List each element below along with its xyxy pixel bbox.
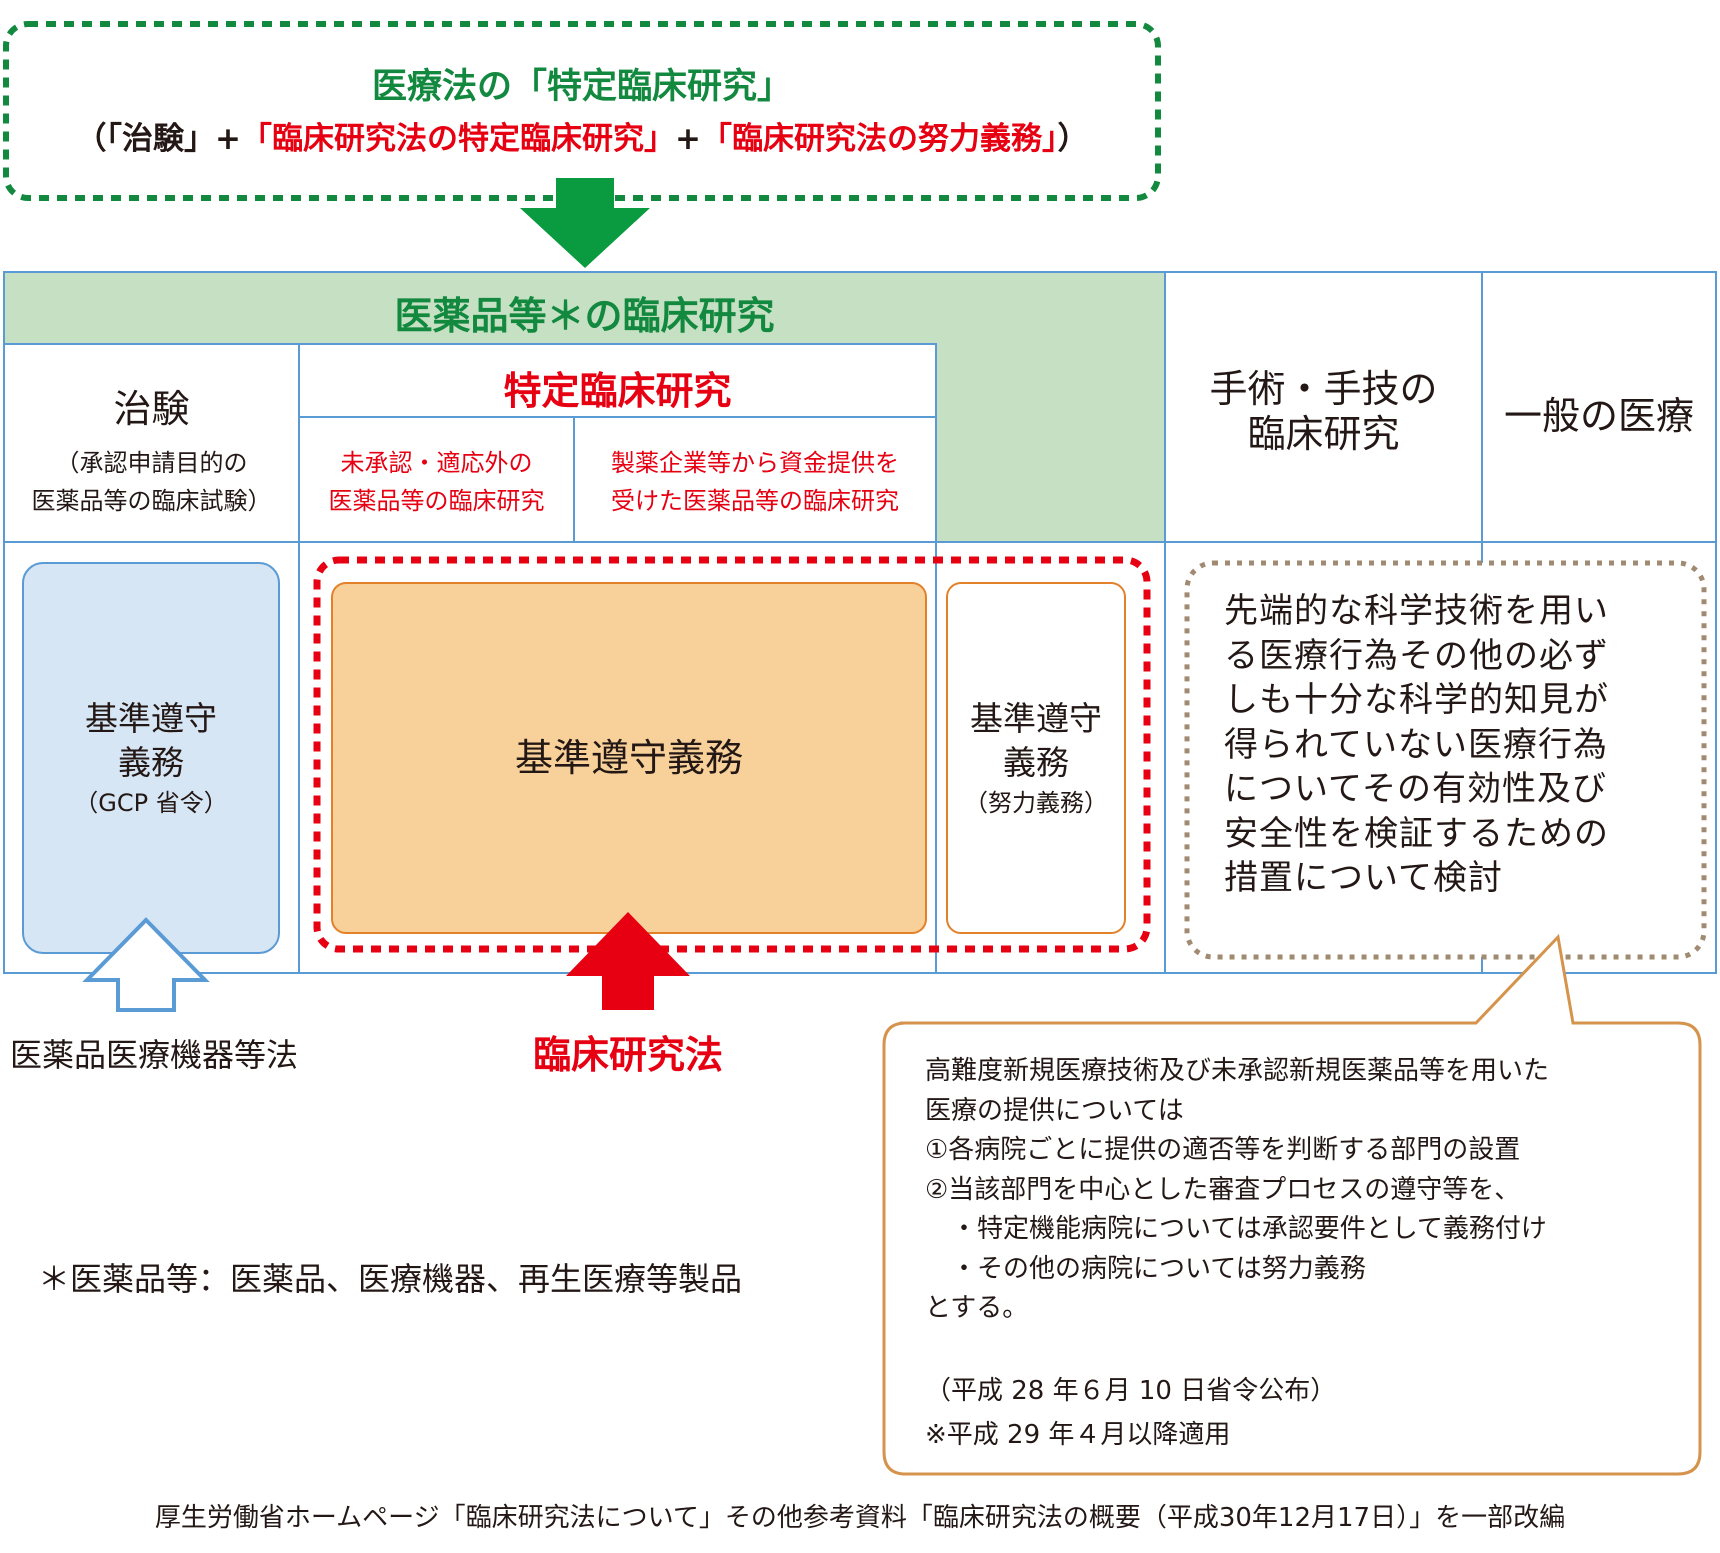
callout-box [882, 933, 1702, 1476]
formula-plus: + [675, 121, 701, 157]
effort-line-3: （努力義務） [964, 789, 1108, 817]
green-band-bg [4, 272, 1165, 343]
band-bottom-line [3, 343, 936, 345]
table-right-line [1715, 271, 1717, 974]
callout-line: とする。 [925, 1293, 1029, 1323]
callout-line: 高難度新規医療技術及び未承認新規医薬品等を用いた [925, 1056, 1550, 1086]
mishonin-line-2: 医薬品等の臨床研究 [328, 487, 545, 515]
callout-line: ・特定機能病院については承認要件として義務付け [925, 1214, 1547, 1244]
chiken-sub-1: （承認申請目的の [55, 449, 248, 477]
main-box-label: 基準遵守義務 [514, 736, 743, 780]
col-line-4 [1164, 271, 1166, 974]
chiken-title: 治験 [113, 387, 190, 431]
chiken-sub-2: 医薬品等の臨床試験） [31, 487, 272, 515]
table-bottom-line [3, 972, 1717, 974]
green-down-arrow [520, 178, 650, 268]
col-line-3 [935, 343, 937, 974]
red-up-arrow [566, 912, 690, 1010]
table-top-line [3, 271, 1717, 273]
advanced-text: 先端的な科学技術を用い る医療行為その他の必ず しも十分な科学的知見が 得られて… [1224, 589, 1684, 901]
effort-box [946, 582, 1126, 934]
tokutei-sub-line [298, 416, 936, 418]
formula-red-1: 「臨床研究法の特定臨床研究」 [241, 121, 675, 157]
formula-red-2: 「臨床研究法の努力義務」 [700, 121, 1058, 157]
clinical-act-label: 臨床研究法 [532, 1033, 723, 1077]
top-box-formula: （「治験」+「臨床研究法の特定臨床研究」+「臨床研究法の努力義務」） [6, 113, 1158, 158]
mishonin-line-1: 未承認・適応外の [340, 449, 533, 477]
band-title: 医薬品等＊の臨床研究 [394, 294, 775, 338]
top-box-title: 医療法の「特定臨床研究」 [371, 67, 792, 107]
header-bottom-line [3, 541, 1717, 543]
advanced-line: る医療行為その他の必ず [1224, 635, 1609, 676]
shujutsu-line-1: 手術・手技の [1209, 367, 1438, 411]
callout-line: ・その他の病院については努力義務 [925, 1253, 1366, 1284]
callout-text: 高難度新規医療技術及び未承認新規医薬品等を用いた 医療の提供については ①各病院… [925, 1052, 1685, 1329]
red-dashed-box [313, 556, 1151, 953]
col-line-2 [573, 416, 575, 543]
tokutei-title: 特定臨床研究 [503, 369, 732, 413]
source-note: 厚生労働省ホームページ「臨床研究法について」その他参考資料「臨床研究法の概要（平… [154, 1503, 1566, 1533]
advanced-line: 得られていない医療行為 [1224, 724, 1608, 765]
gcp-line-2: 義務 [118, 743, 184, 782]
blue-up-arrow [82, 917, 210, 1012]
effort-line-1: 基準遵守 [970, 699, 1102, 738]
callout-line: ①各病院ごとに提供の適否等を判断する部門の設置 [925, 1135, 1521, 1165]
gcp-line-3: （GCP 省令） [74, 789, 228, 817]
formula-open: （「治験」+ [75, 121, 241, 157]
formula-close: ） [1057, 121, 1089, 157]
callout-line: 医療の提供については [925, 1095, 1184, 1126]
advanced-dotted-box [1184, 560, 1707, 960]
seiyaku-line-1: 製薬企業等から資金提供を [611, 449, 899, 477]
advanced-line: 措置について検討 [1224, 858, 1503, 898]
effort-line-2: 義務 [1003, 743, 1069, 782]
footnote: ＊医薬品等：医薬品、医療機器、再生医療等製品 [38, 1260, 743, 1298]
callout-date-1: （平成 28 年６月 10 日省令公布） [925, 1376, 1337, 1406]
callout-date-2: ※平成 29 年４月以降適用 [925, 1420, 1231, 1450]
shujutsu-line-2: 臨床研究 [1247, 412, 1400, 456]
advanced-line: しも十分な科学的知見が [1224, 680, 1609, 720]
gcp-line-1: 基準遵守 [85, 699, 217, 738]
pmd-act-label: 医薬品医療機器等法 [10, 1036, 299, 1074]
col-line-1 [298, 343, 300, 974]
table-left-line [3, 271, 5, 974]
advanced-line: 安全性を検証するための [1224, 813, 1609, 854]
green-band-extension [936, 343, 1165, 542]
seiyaku-line-2: 受けた医薬品等の臨床研究 [611, 487, 899, 515]
ippan-label: 一般の医療 [1503, 394, 1694, 438]
advanced-line: 先端的な科学技術を用い [1224, 591, 1609, 631]
callout-line: ②当該部門を中心とした審査プロセスの遵守等を、 [925, 1174, 1521, 1205]
advanced-line: についてその有効性及び [1224, 769, 1607, 809]
